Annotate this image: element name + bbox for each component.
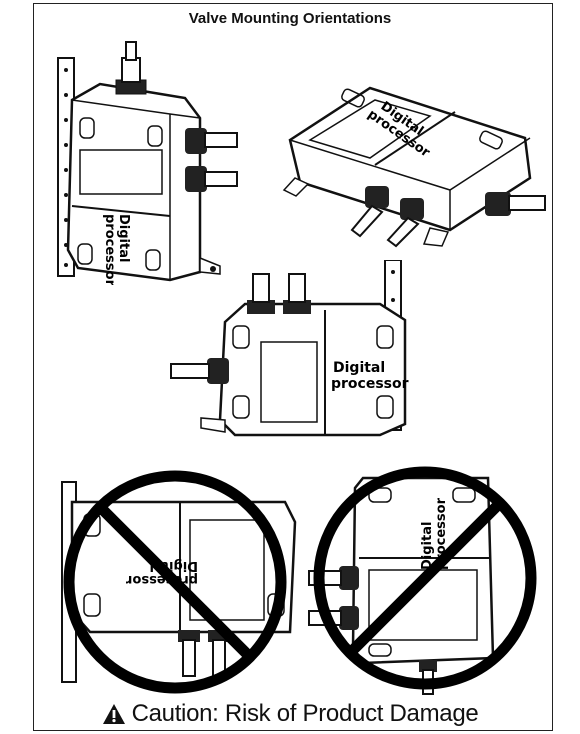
device-label-line1: Digital — [420, 522, 435, 570]
prohibited-circle-icon — [313, 466, 537, 690]
prohibited-circle-icon — [63, 470, 287, 694]
page-title: Valve Mounting Orientations — [188, 10, 392, 27]
valve-illustration-center: Digital processor — [170, 260, 409, 437]
warning-triangle-icon — [102, 704, 125, 724]
device-label-line2: processor — [331, 376, 409, 392]
device-label-line1: Digital — [116, 214, 131, 262]
device-label-line2: processor — [102, 214, 117, 285]
prohibited-orientation-sideways: Digital processor — [308, 466, 537, 695]
device-label-line1: Digital — [333, 360, 385, 376]
prohibited-orientation-upside-down: Digital processor — [61, 470, 297, 694]
valve-illustration-horizontal: Digital processor — [282, 86, 546, 248]
valve-illustration-vertical: Digital processor — [57, 41, 238, 285]
caution-text: Caution: Risk of Product Damage — [131, 700, 479, 727]
caution-notice: Caution: Risk of Product Damage — [0, 700, 580, 728]
